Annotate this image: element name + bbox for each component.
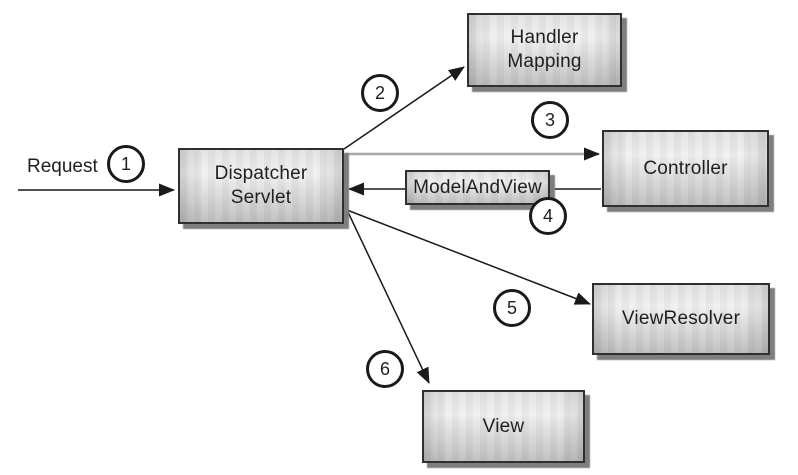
arrow-dispatcher-to-view	[346, 209, 430, 384]
step-badge-4: 4	[529, 197, 567, 235]
node-label: Handler	[510, 27, 579, 48]
node-label: Dispatcher	[214, 163, 308, 184]
node-label: ModelAndView	[413, 176, 542, 198]
step-badge-3: 3	[531, 101, 569, 139]
node-controller: Controller	[602, 130, 769, 207]
node-view-resolver: ViewResolver	[592, 283, 770, 355]
node-model-and-view: ModelAndView	[405, 170, 550, 205]
step-number: 2	[374, 82, 385, 103]
node-view: View	[422, 390, 585, 463]
step-number: 3	[544, 109, 555, 130]
arrow-dispatcher-to-viewresolver	[346, 209, 591, 305]
node-handler-mapping: Handler Mapping	[467, 13, 622, 87]
node-label: Servlet	[230, 187, 292, 208]
step-number: 5	[506, 297, 517, 318]
node-label: View	[482, 415, 525, 437]
step-number: 4	[542, 205, 553, 226]
request-label: Request	[27, 156, 98, 177]
node-label: Controller	[643, 157, 728, 179]
step-badge-6: 6	[366, 350, 404, 388]
node-label: ViewResolver	[621, 308, 741, 329]
step-badge-1: 1	[107, 145, 145, 183]
step-badge-5: 5	[493, 289, 531, 327]
node-label: Mapping	[507, 51, 582, 72]
step-number: 6	[379, 358, 390, 379]
step-badge-2: 2	[361, 74, 399, 112]
arrow-dispatcher-to-handler-mapping	[343, 66, 465, 150]
node-dispatcher-servlet: Dispatcher Servlet	[178, 148, 344, 224]
step-number: 1	[120, 153, 131, 174]
